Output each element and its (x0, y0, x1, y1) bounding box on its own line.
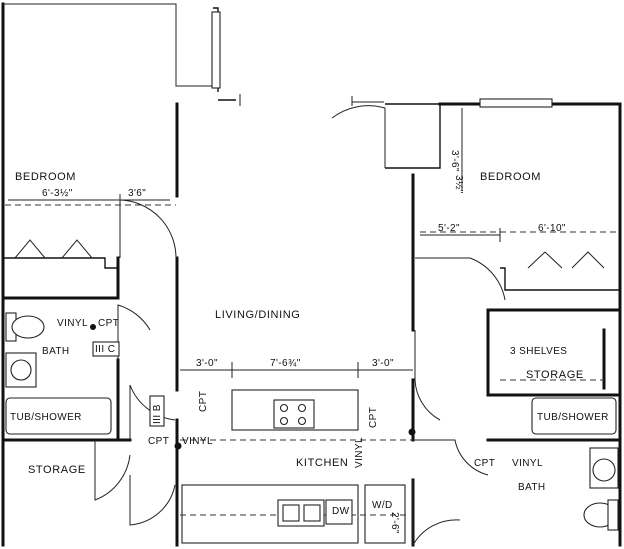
label-storage-left: STORAGE (28, 464, 86, 476)
left-bedroom-door (119, 199, 177, 259)
label-bedroom-left: BEDROOM (15, 171, 76, 183)
hall-door (129, 384, 176, 440)
mark-hvac-left: III C (95, 344, 115, 355)
washer-dryer-closet (364, 484, 406, 544)
right-tub (531, 397, 617, 435)
right-top-closet (385, 103, 441, 169)
flooring-vinyl-hall: VINYL (182, 436, 213, 447)
dim-right-top-small: 3½" (453, 175, 464, 194)
right-closet-front (500, 267, 620, 291)
flooring-cpt-bath-left: CPT (98, 318, 119, 329)
label-bedroom-right: BEDROOM (480, 171, 541, 183)
dim-right-closet-right: 6'-10" (538, 223, 566, 234)
left-storage-door (129, 475, 176, 526)
dim-kitchen-right: 3'-0" (372, 358, 394, 369)
mark-hvac-hall: III B (152, 404, 163, 424)
flooring-labels: VINYL CPT CPT VINYL CPT VINYL CPT CPT VI… (57, 318, 543, 469)
label-living-dining: LIVING/DINING (215, 309, 300, 321)
label-shelves: 3 SHELVES (510, 346, 567, 357)
left-window (211, 11, 221, 89)
right-closet-door (410, 439, 489, 476)
left-hvac-unit (92, 341, 120, 357)
dim-kitchen-left: 3'-0" (196, 358, 218, 369)
left-bedroom-top-wall (3, 3, 218, 87)
label-kitchen: KITCHEN (296, 457, 348, 469)
left-sink (10, 359, 32, 381)
left-bath-door (117, 304, 151, 360)
flooring-vinyl-bath-left: VINYL (57, 318, 88, 329)
label-dw: DW (332, 506, 350, 517)
left-toilet (11, 315, 45, 339)
label-bath-left: BATH (42, 346, 70, 357)
room-labels: BEDROOM BEDROOM LIVING/DINING KITCHEN BA… (10, 171, 609, 517)
dishwasher (325, 499, 353, 525)
cooktop (273, 399, 315, 429)
right-window (479, 98, 553, 108)
dim-right-closet-left: 5'-2" (438, 223, 460, 234)
doors (94, 105, 506, 547)
flooring-cpt-bath-right: CPT (474, 458, 495, 469)
dim-right-top-depth: 3'-6" (449, 150, 460, 172)
flooring-cpt-hall: CPT (148, 436, 169, 447)
dim-left-closet: 6'-3½" (42, 188, 73, 199)
hall-hvac-unit (149, 395, 165, 427)
left-tub (5, 397, 112, 435)
left-storage-door-2 (94, 440, 131, 501)
label-tub-left: TUB/SHOWER (10, 412, 82, 423)
dim-kitchen-center: 7'-6¾" (270, 358, 301, 369)
right-bedroom-door (415, 257, 506, 301)
dim-wd-depth: 2'-6" (389, 512, 400, 534)
dimension-labels: 6'-3½" 3'6" 5'-2" 6'-10" 3'-6" 3½" 3'-0"… (42, 150, 566, 534)
right-bath-door (414, 330, 441, 421)
right-storage-door (412, 480, 461, 547)
flooring-vinyl-kitchen: VINYL (354, 437, 365, 468)
flooring-cpt-kitchen-vertical: CPT (198, 391, 209, 412)
fixtures (5, 239, 619, 531)
label-bath-right: BATH (518, 482, 546, 493)
label-tub-right: TUB/SHOWER (537, 412, 609, 423)
right-sink (592, 458, 616, 482)
label-wd: W/D (372, 500, 393, 511)
equipment-marks: III C III B (95, 344, 163, 424)
dimension-lines (8, 108, 501, 450)
label-storage-right: STORAGE (526, 369, 584, 381)
left-closet-front (3, 257, 118, 269)
flooring-cpt-kitchen-right: CPT (368, 407, 379, 428)
entry-door (331, 105, 386, 168)
dim-left-door: 3'6" (128, 188, 146, 199)
flooring-vinyl-bath-right: VINYL (512, 458, 543, 469)
